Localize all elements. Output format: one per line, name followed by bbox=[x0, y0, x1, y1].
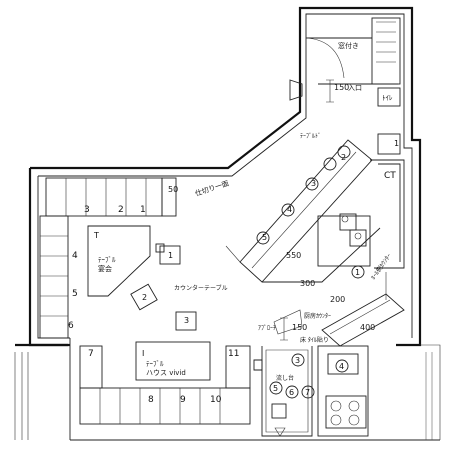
counter-number-2: 2 bbox=[341, 153, 346, 162]
kitchen bbox=[253, 345, 369, 437]
circle-number-6: 6 bbox=[289, 388, 294, 397]
dim-550: 550 bbox=[286, 251, 301, 260]
toilet-label: ﾄｲﾚ bbox=[382, 94, 393, 102]
sink-note: 流し台 bbox=[276, 374, 294, 382]
dim-300: 300 bbox=[300, 279, 315, 288]
fifty-label: 50 bbox=[168, 185, 178, 194]
bench-left bbox=[39, 215, 69, 339]
seat-number-7: 7 bbox=[88, 349, 94, 359]
small-stool bbox=[155, 243, 165, 253]
table-t-letter: T bbox=[93, 231, 99, 240]
circle-number-7: 7 bbox=[305, 388, 310, 397]
small-table-3 bbox=[175, 311, 197, 331]
seat-number-11: 11 bbox=[228, 349, 239, 359]
table-i-letter: I bbox=[142, 349, 144, 358]
counter-number-3: 3 bbox=[311, 179, 316, 188]
kitchen-note: 厨房ｶｳﾝﾀｰ bbox=[304, 312, 331, 320]
seat-number-3: 3 bbox=[84, 205, 90, 215]
counter-number-1: 1 bbox=[394, 139, 399, 148]
dimension-lines bbox=[225, 79, 387, 341]
seat-number-10: 10 bbox=[210, 395, 222, 405]
square-number-3: 3 bbox=[184, 316, 189, 325]
wall-top-note: ﾃｰﾌﾞﾙﾄﾞ bbox=[300, 133, 321, 140]
seat-number-6: 6 bbox=[68, 321, 74, 331]
counter-number-group: 5 4 3 2 1 bbox=[262, 139, 399, 242]
bench-top bbox=[45, 177, 177, 217]
circle-number-5: 5 bbox=[273, 384, 278, 393]
counter-area bbox=[239, 133, 405, 347]
small-table-2 bbox=[130, 283, 158, 311]
entry-note: 入口 bbox=[348, 84, 362, 92]
bench-bottom bbox=[79, 345, 251, 425]
dim-200: 200 bbox=[330, 295, 345, 304]
top-note: 仕切り一面 bbox=[194, 179, 230, 198]
dim-150: 150 bbox=[292, 323, 307, 332]
seat-number-1: 1 bbox=[140, 205, 146, 215]
dim-150-top: 150 bbox=[334, 83, 349, 92]
ct-label: CT bbox=[384, 171, 396, 181]
circle-number-1: 1 bbox=[355, 268, 360, 277]
table-t-text: ﾃｰﾌﾞﾙ宴会 bbox=[98, 256, 116, 273]
seat-number-8: 8 bbox=[148, 395, 154, 405]
table-i bbox=[135, 341, 211, 381]
hinge-label: 窓付き bbox=[338, 41, 359, 50]
circle-number-3: 3 bbox=[295, 356, 300, 365]
seat-number-group: 1 2 3 4 5 6 7 8 9 10 11 bbox=[68, 205, 239, 405]
circled-number-group: 1 3 4 5 6 7 bbox=[269, 265, 365, 399]
counter-number-5: 5 bbox=[262, 233, 267, 242]
arrow-note: ｱﾌﾟﾛｰﾁ bbox=[258, 325, 276, 332]
seat-number-4: 4 bbox=[72, 251, 78, 261]
toilet-area bbox=[289, 17, 401, 107]
seat-number-5: 5 bbox=[72, 289, 78, 299]
counter-number-4: 4 bbox=[287, 205, 292, 214]
counter-note: カウンターテーブル bbox=[174, 284, 228, 292]
square-number-2: 2 bbox=[142, 293, 147, 302]
small-table-1 bbox=[159, 245, 181, 265]
outer-walls bbox=[14, 6, 441, 441]
bar-note: ﾎｰﾙ側ｶｳﾝﾀｰ bbox=[369, 252, 393, 281]
seat-number-9: 9 bbox=[180, 395, 186, 405]
table-i-text: ﾃｰﾌﾞﾙハウス vivid bbox=[146, 360, 186, 377]
dim-400: 400 bbox=[360, 323, 375, 332]
square-number-1: 1 bbox=[168, 251, 173, 260]
circle-number-4: 4 bbox=[339, 362, 344, 371]
floor-note: 床 ﾀｲﾙ貼り bbox=[300, 336, 329, 344]
table-t bbox=[87, 225, 151, 297]
seat-number-2: 2 bbox=[118, 205, 124, 215]
